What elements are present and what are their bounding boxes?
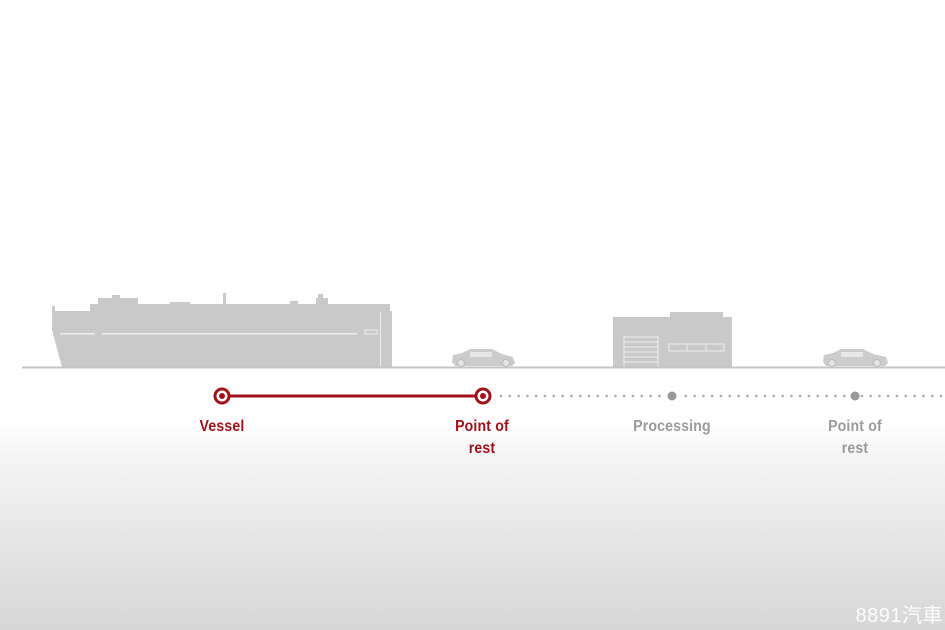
timeline-dot bbox=[754, 394, 758, 398]
timeline-dot bbox=[930, 394, 934, 398]
timeline-dot bbox=[614, 394, 617, 398]
timeline-dot bbox=[640, 394, 644, 398]
timeline-dot bbox=[886, 394, 890, 398]
timeline-dot bbox=[534, 394, 538, 398]
timeline-dot bbox=[649, 394, 652, 398]
timeline-dot bbox=[737, 394, 740, 398]
car-icon bbox=[823, 349, 888, 367]
timeline-dot bbox=[939, 394, 943, 398]
timeline-dot bbox=[570, 394, 573, 398]
timeline-dot bbox=[807, 394, 811, 398]
stage-marker-processing bbox=[667, 391, 677, 401]
timeline-dot bbox=[658, 394, 661, 398]
timeline-dot bbox=[517, 394, 520, 398]
timeline-dot bbox=[834, 394, 837, 398]
timeline-dot bbox=[702, 394, 705, 398]
timeline-dot bbox=[508, 394, 512, 398]
timeline-dot bbox=[895, 394, 899, 398]
timeline-dot bbox=[719, 394, 723, 398]
timeline-dot bbox=[781, 394, 784, 398]
stage-marker-vessel bbox=[213, 387, 231, 405]
timeline-dot bbox=[499, 394, 503, 398]
watermark-logo: 8891汽車 bbox=[855, 605, 943, 627]
timeline-dot bbox=[578, 394, 582, 398]
timeline-dot bbox=[772, 394, 776, 398]
timeline-dot bbox=[552, 394, 556, 398]
timeline-dot bbox=[561, 394, 564, 398]
timeline-dot bbox=[798, 394, 802, 398]
timeline-dot bbox=[710, 394, 714, 398]
stage-label-processing: Processing bbox=[633, 418, 711, 435]
pending-timeline-dots bbox=[499, 394, 943, 398]
timeline-dot bbox=[842, 394, 846, 398]
timeline-dot bbox=[631, 394, 635, 398]
timeline-dot bbox=[904, 394, 908, 398]
timeline-dot bbox=[763, 394, 767, 398]
car-icon bbox=[452, 349, 515, 367]
timeline-dot bbox=[587, 394, 591, 398]
timeline-dot bbox=[816, 394, 820, 398]
timeline-dot bbox=[913, 394, 916, 398]
stage-label-vessel: Vessel bbox=[199, 418, 245, 435]
timeline-dot bbox=[825, 394, 828, 398]
processing-building-illustration bbox=[613, 312, 732, 368]
timeline-dot bbox=[596, 394, 600, 398]
timeline-dot bbox=[878, 394, 881, 398]
timeline-dot bbox=[790, 394, 793, 398]
timeline-dot bbox=[869, 394, 872, 398]
timeline-dot bbox=[543, 394, 547, 398]
vessel-illustration bbox=[52, 293, 392, 367]
timeline-dot bbox=[693, 394, 696, 398]
timeline-dot bbox=[684, 394, 688, 398]
timeline-dot bbox=[922, 394, 925, 398]
stage-marker-point-of-rest bbox=[474, 387, 492, 405]
timeline-dot bbox=[605, 394, 608, 398]
timeline-dot bbox=[526, 394, 529, 398]
timeline-dot bbox=[860, 394, 864, 398]
stage-marker-point-of-rest-2 bbox=[850, 391, 860, 401]
timeline-dot bbox=[746, 394, 749, 398]
timeline-dot bbox=[622, 394, 626, 398]
timeline-dot bbox=[728, 394, 732, 398]
